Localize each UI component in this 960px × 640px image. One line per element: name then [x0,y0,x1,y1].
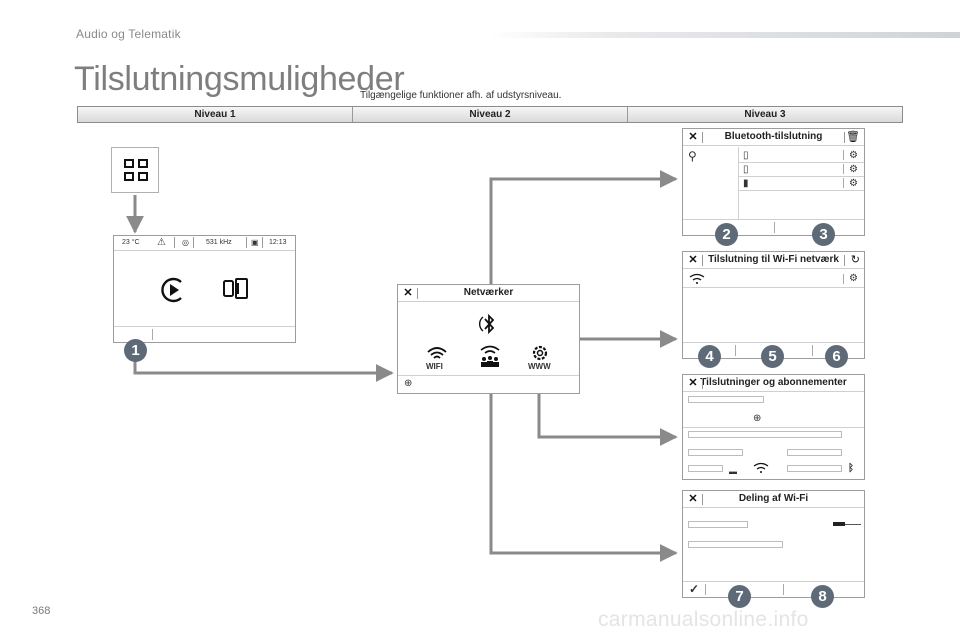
panel-wifi-network: Tilslutning til Wi-Fi netværk ✕ ↻ ⚙ [682,251,865,359]
bluetooth-icon[interactable] [478,312,500,336]
connected-services-icon: ◎ [182,238,189,247]
list-item [787,449,842,456]
section-header: Audio og Telematik [76,27,181,41]
badge-2: 2 [715,223,738,246]
arrow-badge1-to-netvaerker [133,357,394,382]
list-item [688,521,748,528]
temperature-readout: 23 °C [122,239,140,246]
search-icon[interactable]: ⚲ [688,149,697,163]
list-item [688,465,723,472]
panel-title-netvaerker: Netværker [398,285,579,302]
list-item [688,396,764,403]
list-item [787,465,842,472]
badge-1: 1 [124,339,147,362]
wifi-signal-icon [689,273,705,284]
clock-time: 12:13 [269,239,287,246]
badge-6: 6 [825,345,848,368]
warning-icon: ⚠ [157,237,166,248]
settings-gear-icon[interactable] [528,343,552,363]
wifi-icon [753,462,769,473]
watermark: carmanualsonline.info [598,608,809,631]
close-icon[interactable]: ✕ [688,131,698,143]
slider-track[interactable] [833,524,861,525]
globe-icon[interactable]: ⊕ [404,378,413,389]
page-title: Tilslutningsmuligheder [74,60,405,98]
device-settings-icon[interactable]: ⚙ [849,150,858,161]
level-1-label: Niveau 1 [78,107,353,122]
panel-title-wifi-network: Tilslutning til Wi-Fi netværk [683,252,864,269]
levels-bar: Niveau 1 Niveau 2 Niveau 3 [77,106,903,123]
page-number: 368 [32,605,51,617]
panel-title-subscriptions: Tilslutninger og abonnementer [683,375,864,392]
checkmark-icon[interactable]: ✓ [689,582,700,596]
badge-8: 8 [811,585,834,608]
phone-icon: ▯ [743,150,749,161]
usb-icon: ▬ [729,467,737,476]
page-subtitle: Tilgængelige funktioner afh. af udstyrsn… [358,90,564,101]
close-icon[interactable]: ✕ [403,287,413,299]
play-media-icon[interactable] [159,276,187,304]
list-item [688,431,842,438]
arrow-bluetooth [489,170,678,320]
close-icon[interactable]: ✕ [688,493,698,505]
home-screen: 23 °C ⚠ ◎ 531 kHz ▣ 12:13 [113,235,296,343]
list-item [688,541,783,548]
menu-grid-icon [124,159,148,181]
shared-network-icon[interactable] [478,343,502,373]
close-icon[interactable]: ✕ [688,254,698,266]
level-3-label: Niveau 3 [744,109,786,120]
bluetooth-icon: ᛒ [848,463,854,474]
slider-handle[interactable] [833,522,845,526]
header-gradient-bar [490,32,960,38]
phone-icon: ▮ [743,178,749,189]
panel-title-wifi-sharing: Deling af Wi-Fi [683,491,864,508]
device-settings-icon[interactable]: ⚙ [849,178,858,189]
panel-bluetooth: Bluetooth-tilslutning ✕ 🗑 ⚲ ▯ ▯ ▮ ⚙ ⚙ ⚙ [682,128,865,236]
badge-5: 5 [761,345,784,368]
status-bar: 23 °C ⚠ ◎ 531 kHz ▣ 12:13 [114,236,295,251]
panel-title-bluetooth: Bluetooth-tilslutning [683,129,864,146]
refresh-icon[interactable]: ↻ [850,254,860,266]
globe-icon[interactable]: ⊕ [753,413,762,424]
phone-mirroring-icon[interactable] [220,276,250,304]
phone-icon: ▯ [743,164,749,175]
list-item [688,449,743,456]
radio-frequency: 531 kHz [206,239,232,246]
badge-3: 3 [812,223,835,246]
device-settings-icon[interactable]: ⚙ [849,164,858,175]
panel-subscriptions: Tilslutninger og abonnementer ✕ ⊕ ▬ ᛒ [682,374,865,480]
network-settings-icon[interactable]: ⚙ [849,273,858,284]
wifi-icon[interactable] [425,343,449,367]
wifi-label: WIFI [426,362,443,371]
badge-7: 7 [728,585,751,608]
level-2-label: Niveau 2 [353,107,628,122]
close-icon[interactable]: ✕ [688,377,698,389]
badge-4: 4 [698,345,721,368]
trash-icon[interactable]: 🗑 [846,131,860,143]
panel-netvaerker: Netværker ✕ WIFI WWW ⊕ [397,284,580,394]
panel-wifi-sharing: Deling af Wi-Fi ✕ ✓ [682,490,865,598]
menu-button[interactable] [111,147,159,193]
www-label: WWW [528,362,551,371]
media-source-icon: ▣ [251,238,259,247]
arrow-wifi-sharing [489,365,678,562]
